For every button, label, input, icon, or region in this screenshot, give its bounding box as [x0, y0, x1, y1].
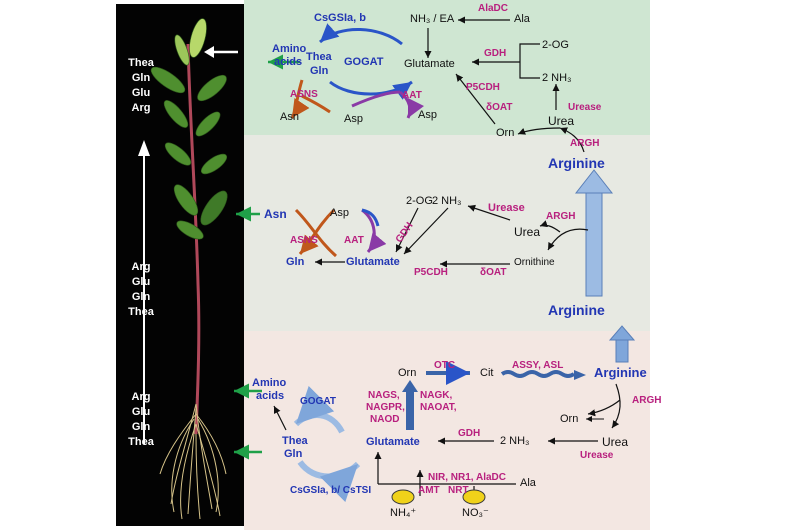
- enzyme-asns: ASNS: [290, 90, 318, 100]
- metabolite-glutamate: Glutamate: [404, 59, 455, 70]
- metabolite-gln: Gln: [310, 66, 328, 77]
- enzyme-nagk: NAGK,: [420, 391, 452, 401]
- ion-nh4: NH₄⁺: [390, 508, 416, 519]
- enzyme-aat-mid: AAT: [344, 236, 364, 246]
- enzyme-p5cdh-mid: P5CDH: [414, 268, 448, 278]
- metabolite-asp-left: Asp: [344, 114, 363, 125]
- enzyme-aladc: AlaDC: [478, 4, 508, 14]
- metabolite-urea: Urea: [548, 115, 574, 127]
- enzyme-doat-mid: δOAT: [480, 268, 506, 278]
- metabolite-2nh3: 2 NH₃: [542, 73, 572, 84]
- enzyme-argh-mid: ARGH: [546, 212, 575, 222]
- metabolite-nh3-ea: NH₃ / EA: [410, 14, 454, 25]
- metabolite-glutamate-root: Glutamate: [366, 437, 420, 448]
- metabolite-urea-mid: Urea: [514, 226, 540, 238]
- metabolite-thea-root: Thea: [282, 436, 308, 447]
- enzyme-nagpr: NAGPR,: [366, 403, 405, 413]
- metabolite-gln-mid: Gln: [286, 257, 304, 268]
- metabolite-2og-mid: 2-OG: [406, 196, 433, 207]
- metabolite-thea: Thea: [306, 52, 332, 63]
- enzyme-gogat-root: GOGAT: [300, 397, 336, 407]
- enzyme-gdh: GDH: [484, 49, 506, 59]
- enzyme-aat: AAT: [402, 91, 422, 101]
- metabolite-orn-root-2: Orn: [560, 414, 578, 425]
- enzyme-naoat: NAOAT,: [420, 403, 456, 413]
- enzyme-argh: ARGH: [570, 139, 599, 149]
- metabolite-ornithine: Ornithine: [514, 258, 555, 268]
- metabolite-urea-root: Urea: [602, 436, 628, 448]
- enzyme-csgs: CsGSIa, b: [314, 13, 366, 24]
- enzyme-assy-asl: ASSY, ASL: [512, 361, 563, 371]
- metabolite-glutamate-mid: Glutamate: [346, 257, 400, 268]
- enzyme-nir-nr1-aladc: NIR, NR1, AlaDC: [428, 473, 506, 483]
- metabolite-asp-right: Asp: [418, 110, 437, 121]
- metabolite-arginine-root: Arginine: [594, 366, 647, 379]
- amino-acids-line2: acids: [274, 57, 302, 68]
- amino-acids-line1: Amino: [272, 44, 306, 55]
- ion-no3: NO₃⁻: [462, 508, 489, 519]
- enzyme-p5cdh: P5CDH: [466, 83, 500, 93]
- enzyme-urease: Urease: [568, 103, 601, 113]
- enzyme-otc: OTC: [434, 361, 455, 371]
- metabolite-orn: Orn: [496, 128, 514, 139]
- enzyme-argh-root: ARGH: [632, 396, 661, 406]
- enzyme-nrt: NRT: [448, 486, 469, 496]
- amino-acids-root-line1: Amino: [252, 378, 286, 389]
- metabolite-gln-root: Gln: [284, 449, 302, 460]
- metabolite-ala: Ala: [514, 14, 530, 25]
- metabolite-asn-mid: Asn: [264, 208, 287, 220]
- enzyme-urease-root: Urease: [580, 451, 613, 461]
- enzyme-gogat: GOGAT: [344, 57, 384, 68]
- amino-acids-root-line2: acids: [256, 391, 284, 402]
- metabolite-arginine-mid: Arginine: [548, 303, 605, 317]
- metabolite-ala-root: Ala: [520, 478, 536, 489]
- metabolite-cit: Cit: [480, 368, 493, 379]
- enzyme-amt: AMT: [418, 486, 440, 496]
- enzyme-asns-mid: ASNS: [290, 236, 318, 246]
- metabolite-2og: 2-OG: [542, 40, 569, 51]
- metabolite-2nh3-mid: 2 NH₃: [432, 196, 462, 207]
- metabolite-2nh3-root: 2 NH₃: [500, 436, 530, 447]
- metabolite-asp-mid: Asp: [330, 208, 349, 219]
- enzyme-urease-mid: Urease: [488, 203, 525, 214]
- enzyme-nags: NAGS,: [368, 391, 400, 401]
- enzyme-gdh-root: GDH: [458, 429, 480, 439]
- metabolite-orn-root: Orn: [398, 368, 416, 379]
- metabolite-asn: Asn: [280, 112, 299, 123]
- enzyme-naod: NAOD: [370, 415, 399, 425]
- metabolite-arginine-top: Arginine: [548, 156, 605, 170]
- enzyme-csgs-root: CsGSIa, b/ CsTSI: [290, 486, 371, 496]
- enzyme-doat: δOAT: [486, 103, 512, 113]
